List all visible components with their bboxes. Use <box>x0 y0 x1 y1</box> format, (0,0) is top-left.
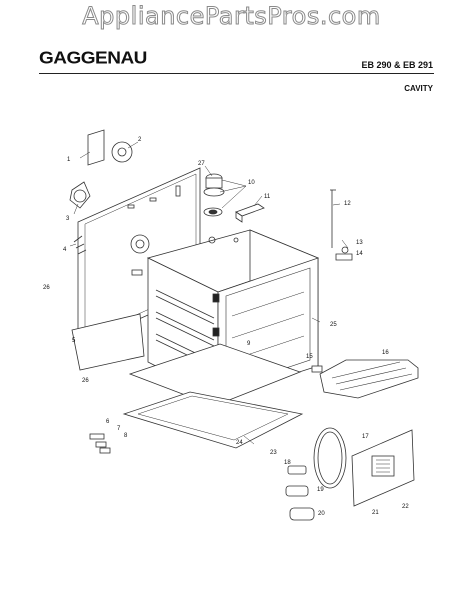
callout-25: 25 <box>330 322 337 328</box>
callout-15: 15 <box>306 354 313 360</box>
callout-11: 11 <box>264 194 271 200</box>
callout-13: 13 <box>356 240 363 246</box>
callout-7: 7 <box>117 426 121 432</box>
ring-element-and-cover <box>285 427 415 521</box>
leader-lines <box>69 141 349 445</box>
callout-1: 1 <box>67 157 71 163</box>
fan-motor <box>69 129 133 255</box>
watermark: AppliancePartsPros.com <box>82 2 381 31</box>
callout-9: 9 <box>247 341 251 347</box>
small-clips <box>89 433 111 454</box>
heating-element <box>311 359 419 399</box>
bottom-panels <box>71 313 304 449</box>
callout-26-lower: 26 <box>82 378 89 384</box>
callout-22: 22 <box>402 504 409 510</box>
callout-14: 14 <box>356 251 363 257</box>
callout-20: 20 <box>318 511 325 517</box>
side-parts <box>330 189 353 261</box>
callout-24: 24 <box>236 440 243 446</box>
callout-21: 21 <box>372 510 379 516</box>
callout-10: 10 <box>248 180 255 186</box>
callout-19: 19 <box>317 487 324 493</box>
header-rule <box>39 73 434 74</box>
callout-18: 18 <box>284 460 291 466</box>
callout-17: 17 <box>362 434 369 440</box>
callout-2: 2 <box>138 137 142 143</box>
callout-23: 23 <box>270 450 277 456</box>
model-number: EB 290 & EB 291 <box>361 60 433 70</box>
callout-26-upper: 26 <box>43 285 50 291</box>
callout-27: 27 <box>198 161 205 167</box>
callout-16: 16 <box>382 350 389 356</box>
section-title: CAVITY <box>404 84 433 93</box>
callout-labels: 1 2 3 4 5 6 7 8 9 10 11 12 13 14 15 16 1… <box>43 137 409 517</box>
top-parts <box>203 173 265 223</box>
callout-12: 12 <box>344 201 351 207</box>
callout-4: 4 <box>63 247 67 253</box>
callout-3: 3 <box>66 216 70 222</box>
brand-logo: GAGGENAU <box>39 49 147 68</box>
callout-8: 8 <box>124 433 128 439</box>
callout-5: 5 <box>72 338 76 344</box>
callout-6: 6 <box>106 419 110 425</box>
